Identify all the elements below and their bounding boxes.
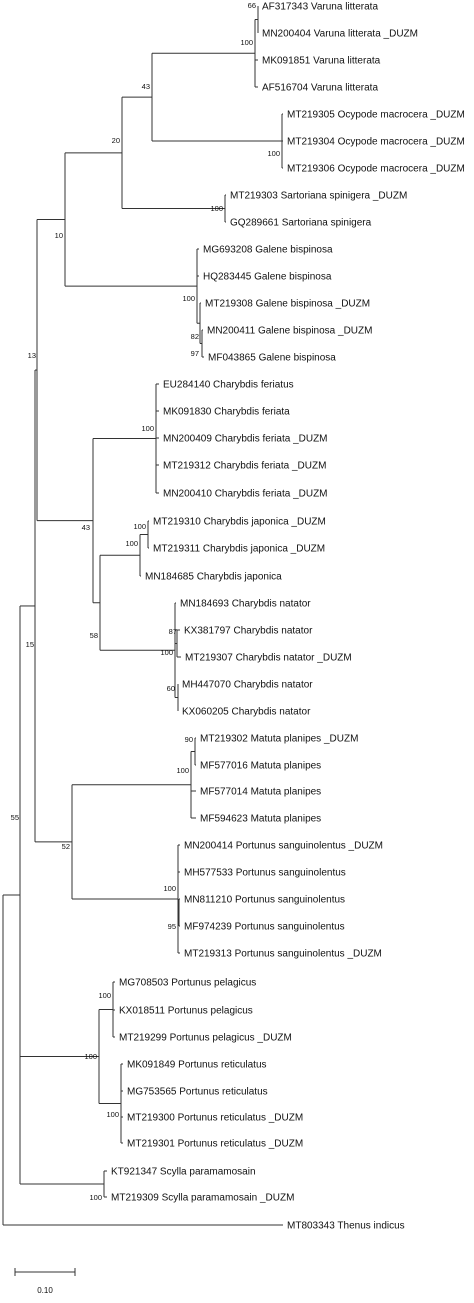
bootstrap-b100_scylla: 100 [89, 1193, 102, 1202]
bootstrap-b43_b: 43 [82, 523, 90, 532]
taxon-label-t14: MF043865 Galene bispinosa [208, 353, 336, 364]
taxon-label-t25: MT219307 Charybdis natator _DUZM [185, 653, 352, 664]
bootstrap-b55: 55 [11, 813, 19, 822]
taxon-label-t29: MF577016 Matuta planipes [200, 761, 321, 772]
bootstrap-b97: 97 [191, 349, 199, 358]
taxon-label-t5: MT219305 Ocypode macrocera _DUZM [287, 110, 465, 121]
taxon-label-t7: MT219306 Ocypode macrocera _DUZM [287, 164, 465, 175]
taxon-label-t18: MT219312 Charybdis feriata _DUZM [163, 461, 326, 472]
bootstrap-b100_matuta: 100 [176, 766, 189, 775]
taxon-label-t31: MF594623 Matuta planipes [200, 814, 321, 825]
taxon-label-t22: MN184685 Charybdis japonica [145, 572, 282, 583]
taxon-label-t36: MT219313 Portunus sanguinolentus _DUZM [184, 949, 382, 960]
taxon-label-t33: MH577533 Portunus sanguinolentus [184, 868, 346, 879]
taxon-label-t21: MT219311 Charybdis japonica _DUZM [153, 544, 325, 555]
taxon-label-t1: AF317343 Varuna litterata [262, 2, 378, 13]
scale-bar-label: 0.10 [37, 1286, 53, 1295]
bootstrap-b10: 10 [55, 231, 63, 240]
taxon-label-t37: MG708503 Portunus pelagicus [119, 978, 256, 989]
taxon-label-t19: MN200410 Charybdis feriata _DUZM [163, 489, 328, 500]
bootstrap-b95: 95 [168, 922, 176, 931]
taxon-label-t39: MT219299 Portunus pelagicus _DUZM [119, 1033, 292, 1044]
taxon-label-t45: MT219309 Scylla paramamosain _DUZM [111, 1193, 294, 1204]
taxon-label-t10: MG693208 Galene bispinosa [203, 245, 333, 256]
bootstrap-b20: 20 [112, 136, 120, 145]
bootstrap-b100_galene: 100 [182, 294, 195, 303]
taxon-label-t9: GQ289661 Sartoriana spinigera [230, 218, 372, 229]
taxon-label-t44: KT921347 Scylla paramamosain [111, 1167, 256, 1178]
bootstrap-b100_japonica_in: 100 [133, 522, 146, 531]
bootstrap-b100_feriata: 100 [141, 424, 154, 433]
bootstrap-b100_sartoriana: 100 [210, 204, 223, 213]
taxon-label-t15: EU284140 Charybdis feriatus [163, 380, 294, 391]
bootstrap-b100_japonica: 100 [125, 539, 138, 548]
taxon-label-t40: MK091849 Portunus reticulatus [127, 1060, 267, 1071]
taxon-label-t6: MT219304 Ocypode macrocera _DUZM [287, 137, 465, 148]
taxon-label-t30: MF577014 Matuta planipes [200, 787, 321, 798]
bootstrap-b82: 82 [191, 332, 199, 341]
bootstrap-b60: 60 [167, 684, 175, 693]
taxon-label-t4: AF516704 Varuna litterata [262, 83, 378, 94]
taxon-label-t20: MT219310 Charybdis japonica _DUZM [153, 517, 326, 528]
taxon-label-t8: MT219303 Sartoriana spinigera _DUZM [230, 191, 407, 202]
taxon-label-t28: MT219302 Matuta planipes _DUZM [200, 734, 358, 745]
taxon-label-t13: MN200411 Galene bispinosa _DUZM [207, 326, 372, 337]
bootstrap-b15: 15 [26, 640, 34, 649]
bootstrap-b13: 13 [28, 351, 36, 360]
bootstrap-b100_portunus: 100 [84, 1052, 97, 1061]
taxon-label-t26: MH447070 Charybdis natator [182, 680, 313, 691]
taxon-label-t34: MN811210 Portunus sanguinolentus [184, 895, 345, 906]
taxon-label-t42: MT219300 Portunus reticulatus _DUZM [127, 1113, 303, 1124]
taxon-label-t16: MK091830 Charybdis feriata [163, 407, 290, 418]
bootstrap-b90: 90 [185, 735, 193, 744]
bootstrap-b100_pelagicus: 100 [98, 991, 111, 1000]
taxon-label-t17: MN200409 Charybdis feriata _DUZM [163, 434, 328, 445]
taxon-label-t12: MT219308 Galene bispinosa _DUZM [205, 299, 370, 310]
taxon-label-t35: MF974239 Portunus sanguinolentus [184, 922, 345, 933]
tree-branches [2, 6, 283, 1226]
bootstrap-b66: 66 [248, 1, 256, 10]
taxon-label-t3: MK091851 Varuna litterata [262, 56, 381, 67]
taxon-label-t46: MT803343 Thenus indicus [287, 1221, 405, 1232]
bootstrap-b100_natator: 100 [160, 648, 173, 657]
taxon-label-t2: MN200404 Varuna litterata _DUZM [262, 29, 418, 40]
bootstrap-values: 66 100 43 100 20 100 10 100 82 97 13 100 43 100 100 58 8… [11, 1, 280, 1202]
taxon-label-t23: MN184693 Charybdis natator [180, 599, 311, 610]
bootstrap-b43_a: 43 [142, 82, 150, 91]
bootstrap-b52: 52 [62, 842, 70, 851]
bootstrap-b100_reticulatus: 100 [106, 1110, 119, 1119]
bootstrap-b58: 58 [90, 631, 98, 640]
taxon-label-t43: MT219301 Portunus reticulatus _DUZM [127, 1139, 303, 1150]
bootstrap-b100_ocypode: 100 [267, 149, 280, 158]
scale-bar: 0.10 [14, 1268, 76, 1295]
bootstrap-b87: 87 [169, 627, 177, 636]
taxon-label-t38: KX018511 Portunus pelagicus [119, 1006, 253, 1017]
taxon-label-t11: HQ283445 Galene bispinosa [203, 272, 332, 283]
taxon-label-t24: KX381797 Charybdis natator [184, 626, 313, 637]
taxon-label-t41: MG753565 Portunus reticulatus [127, 1087, 268, 1098]
bootstrap-b100_varuna: 100 [240, 38, 253, 47]
taxon-label-t32: MN200414 Portunus sanguinolentus _DUZM [184, 841, 383, 852]
taxon-label-t27: KX060205 Charybdis natator [182, 707, 311, 718]
bootstrap-b100_sanguin: 100 [163, 884, 176, 893]
